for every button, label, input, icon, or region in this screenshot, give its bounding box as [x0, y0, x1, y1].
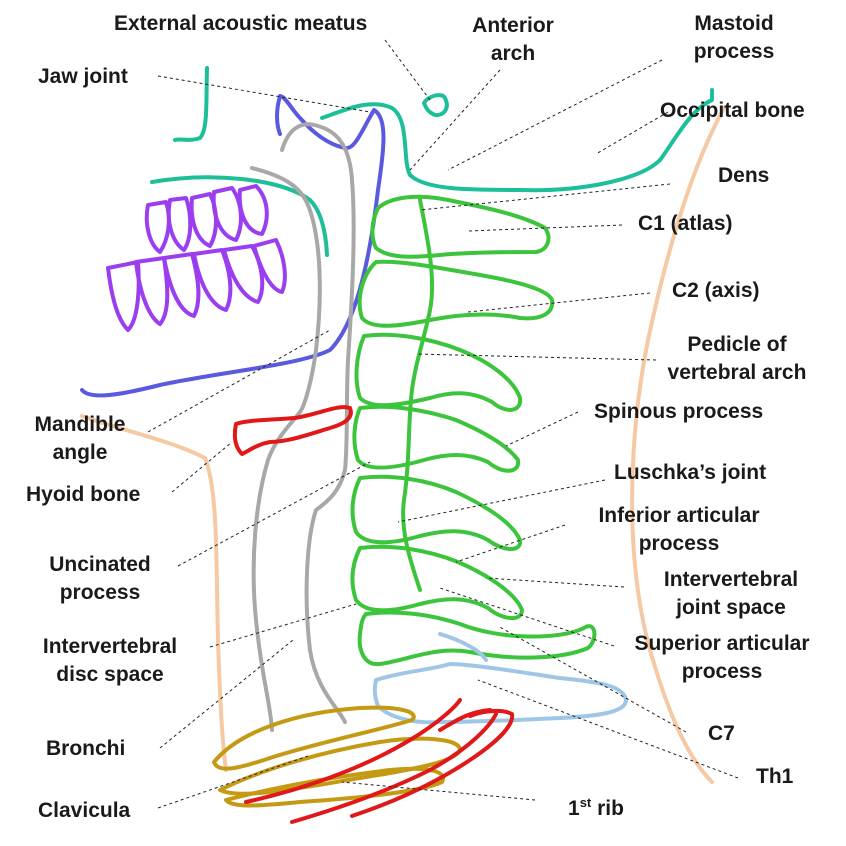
label-first-rib-num: 1 [568, 797, 580, 820]
occipital-bone [320, 88, 714, 193]
label-dens: Dens [718, 164, 770, 187]
label-first-rib-word: rib [591, 797, 624, 820]
airway-back [280, 122, 356, 724]
label-mastoid-process-line1: Mastoid [694, 12, 774, 35]
label-pedicle: Pedicle of vertebral arch [644, 331, 830, 387]
label-luschka-joint: Luschka’s joint [614, 461, 767, 484]
hyoid [232, 405, 353, 456]
label-anterior-arch-line1: Anterior [472, 14, 554, 37]
label-bronchi: Bronchi [46, 737, 126, 760]
label-superior-articular-line2: process [681, 660, 763, 683]
external-meatus-outline [173, 66, 209, 142]
label-jaw-joint: Jaw joint [38, 65, 128, 88]
label-th1: Th1 [756, 765, 794, 788]
skull-base [150, 175, 329, 257]
skin-outline-back [630, 106, 726, 784]
label-first-rib: 1st rib [568, 789, 624, 823]
label-inferior-articular-line2: process [638, 532, 720, 555]
label-intervertebral-disc: Intervertebral disc space [18, 633, 202, 689]
label-mandible-angle: Mandible angle [20, 411, 140, 467]
label-uncinated-process-line2: process [59, 581, 141, 604]
label-mandible-angle-line2: angle [52, 441, 108, 464]
label-hyoid-bone: Hyoid bone [26, 483, 141, 506]
label-occipital-bone: Occipital bone [660, 99, 805, 122]
label-intervertebral-disc-line1: Intervertebral [42, 635, 178, 658]
airway-front [250, 166, 322, 732]
label-superior-articular-line1: Superior articular [634, 632, 810, 655]
th1-vertebra [372, 632, 628, 725]
label-anterior-arch: Anterior arch [468, 12, 558, 68]
label-uncinated-process: Uncinated process [30, 551, 170, 607]
skin-outline-front [80, 414, 228, 772]
label-spinous-process: Spinous process [594, 400, 764, 423]
label-c1: C1 (atlas) [638, 212, 733, 235]
label-anterior-arch-line2: arch [490, 42, 536, 65]
label-clavicula: Clavicula [38, 799, 131, 822]
label-pedicle-line2: vertebral arch [667, 361, 807, 384]
label-superior-articular: Superior articular process [610, 630, 834, 686]
leader-lines [147, 39, 739, 809]
label-external-acoustic-meatus: External acoustic meatus [114, 12, 368, 35]
label-intervertebral-joint-line1: Intervertebral [663, 568, 799, 591]
label-inferior-articular: Inferior articular process [572, 502, 786, 558]
label-intervertebral-joint: Intervertebral joint space [638, 566, 824, 622]
label-intervertebral-disc-line2: disc space [56, 663, 164, 686]
label-uncinated-process-line1: Uncinated [49, 553, 151, 576]
teeth [106, 184, 287, 332]
label-c7: C7 [708, 722, 735, 745]
label-mastoid-process: Mastoid process [676, 10, 792, 66]
ribs [244, 698, 515, 824]
label-mandible-angle-line1: Mandible [34, 413, 126, 436]
label-inferior-articular-line1: Inferior articular [598, 504, 760, 527]
meatus-loop [422, 93, 449, 118]
label-pedicle-line1: Pedicle of [687, 333, 787, 356]
label-c2: C2 (axis) [672, 279, 760, 302]
label-mastoid-process-line2: process [693, 40, 775, 63]
label-first-rib-sup: st [579, 795, 592, 810]
label-intervertebral-joint-line2: joint space [676, 596, 786, 619]
mandible [80, 94, 386, 398]
cervical-vertebrae [350, 194, 597, 667]
